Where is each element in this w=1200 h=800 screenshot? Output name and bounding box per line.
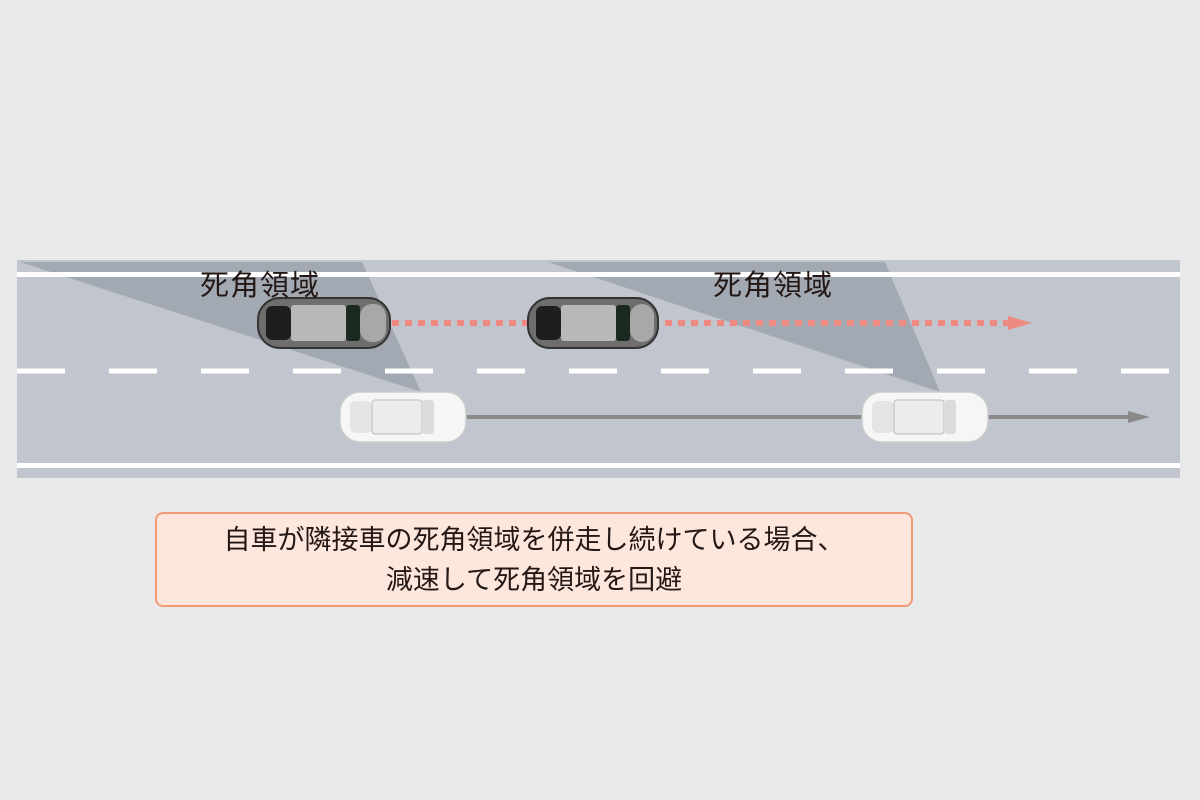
adjacent-car-2	[527, 297, 659, 349]
caption-box: 自車が隣接車の死角領域を併走し続けている場合、 減速して死角領域を回避	[155, 512, 913, 607]
top-lane-line	[17, 272, 1180, 277]
own-car-arrowhead	[1128, 411, 1150, 423]
blind-zone-2	[548, 262, 940, 392]
caption-line-1: 自車が隣接車の死角領域を併走し続けている場合、	[223, 525, 845, 556]
own-car-1	[339, 391, 467, 443]
adjacent-car-1	[257, 297, 391, 349]
adjacent-car-arrowhead	[1008, 316, 1032, 330]
blind-zone-1	[20, 262, 421, 392]
own-car-2	[861, 391, 989, 443]
bottom-lane-line	[17, 463, 1180, 468]
blind-zone-label-2: 死角領域	[713, 268, 834, 302]
caption-line-2: 減速して死角領域を回避	[385, 565, 683, 596]
blind-zone-label-1: 死角領域	[200, 268, 321, 302]
